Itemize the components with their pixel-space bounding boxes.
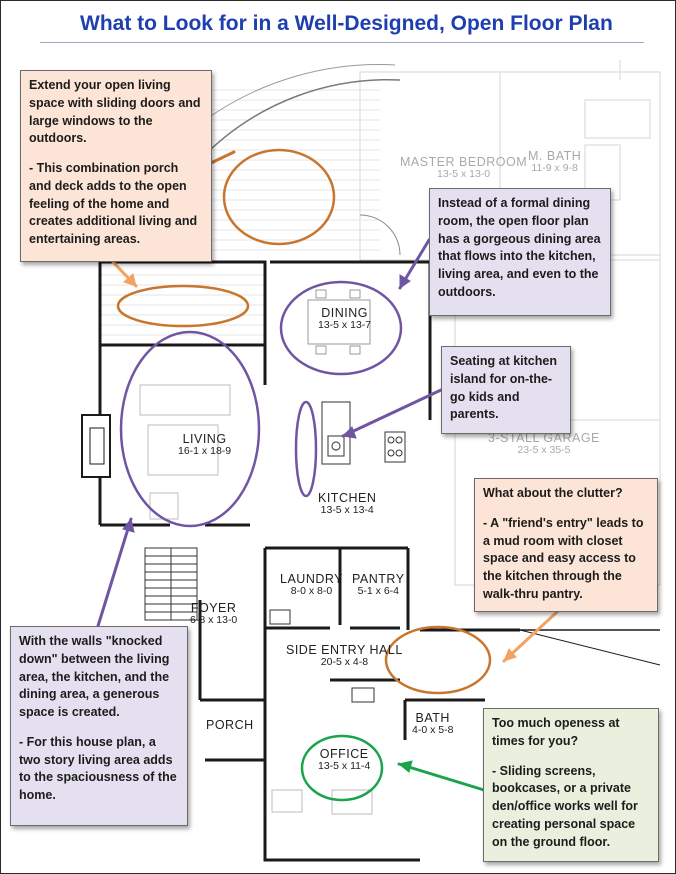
page-title: What to Look for in a Well-Designed, Ope… [80,12,613,35]
note-clutter: What about the clutter? - A "friend's en… [474,478,658,612]
sink-icon [269,609,375,703]
callout-arrows [96,150,559,792]
room-side-entry-hall: SIDE ENTRY HALL 20-5 x 4-8 [286,643,403,669]
porch-bench-icon [271,789,373,815]
stairs-icon [144,547,198,621]
room-garage: 3-STALL GARAGE 23-5 x 35-5 [488,431,600,457]
room-laundry: LAUNDRY 8-0 x 8-0 [280,572,344,598]
note-seating-p1: Seating at kitchen island for on-the-go … [450,354,557,422]
note-openness: Too much openess at times for you? - Sli… [483,708,659,862]
room-master-bath: M. BATH 11-9 x 9-8 [528,149,582,175]
note-outdoor-p1: Extend your open living space with slidi… [29,78,201,146]
room-living: LIVING 16-1 x 18-9 [178,432,232,458]
room-bath: BATH 4-0 x 5-8 [412,711,454,737]
callout-markers [116,148,492,802]
room-dining: DINING 13-5 x 13-7 [318,306,372,332]
note-walls-p1: With the walls "knocked down" between th… [19,634,170,719]
room-master-bedroom: MASTER BEDROOM 13-5 x 13-0 [400,155,528,181]
title-underline [40,42,644,43]
note-walls-p2: - For this house plan, a two story livin… [19,734,177,802]
note-clutter-p1: What about the clutter? [483,486,623,500]
note-openness-p2: - Sliding screens, bookcases, or a priva… [492,763,638,849]
sofa-icon [139,384,231,520]
note-dining-area: Instead of a formal dining room, the ope… [429,188,611,316]
dining-table-icon [307,289,371,355]
note-clutter-p2: - A "friend's entry" leads to a mud room… [483,515,644,601]
note-openness-p1: Too much openess at times for you? [492,716,620,748]
room-porch: PORCH [206,718,254,732]
range-icon [384,431,406,463]
room-kitchen: KITCHEN 13-5 x 13-4 [318,491,377,517]
room-foyer: FOYER 6-8 x 13-0 [190,601,238,627]
note-outdoor-living: Extend your open living space with slidi… [20,70,212,262]
note-open-walls: With the walls "knocked down" between th… [10,626,188,826]
room-pantry: PANTRY 5-1 x 6-4 [352,572,405,598]
room-office: OFFICE 13-5 x 11-4 [318,747,371,773]
note-dining-p1: Instead of a formal dining room, the ope… [438,196,601,299]
note-outdoor-p2: - This combination porch and deck adds t… [29,161,198,246]
fireplace-icon [81,414,111,478]
note-island-seating: Seating at kitchen island for on-the-go … [441,346,571,434]
